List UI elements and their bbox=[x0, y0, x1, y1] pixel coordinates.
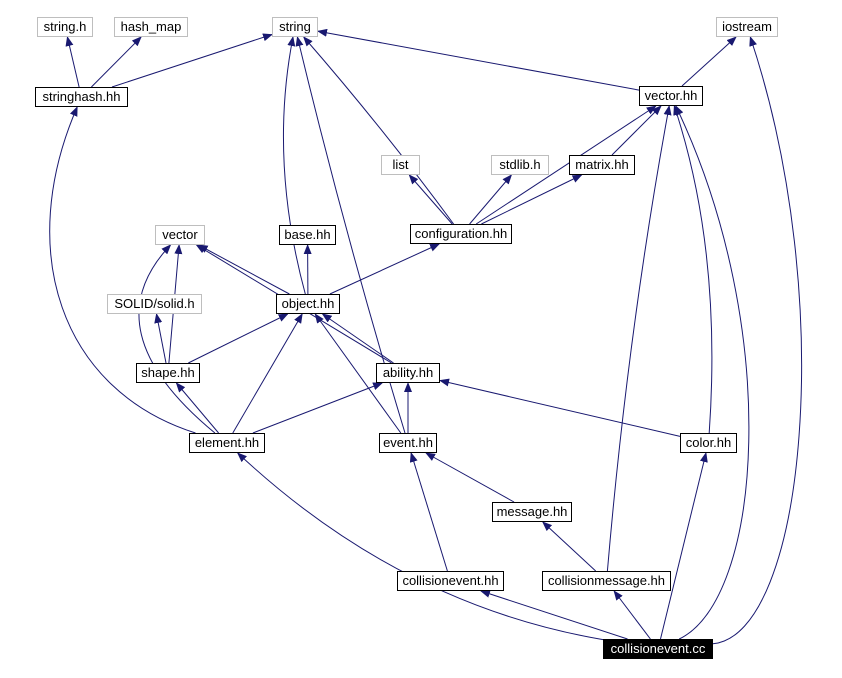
edge-stringhash-hh-to-string-h bbox=[65, 36, 80, 88]
node-stdlib-h: stdlib.h bbox=[491, 155, 549, 175]
node-base-hh[interactable]: base.hh bbox=[279, 225, 336, 245]
node-vector: vector bbox=[155, 225, 205, 245]
node-collisionevent-hh[interactable]: collisionevent.hh bbox=[397, 571, 504, 591]
node-collisionevent-cc: collisionevent.cc bbox=[603, 639, 713, 659]
node-string: string bbox=[272, 17, 318, 37]
edge-collisionevent-cc-to-color-hh bbox=[660, 452, 708, 640]
node-vector-hh[interactable]: vector.hh bbox=[639, 86, 703, 106]
node-matrix-hh[interactable]: matrix.hh bbox=[569, 155, 635, 175]
edge-event-hh-to-object-hh bbox=[314, 313, 402, 434]
edge-configuration-hh-to-list bbox=[408, 174, 453, 225]
node-shape-hh[interactable]: shape.hh bbox=[136, 363, 200, 383]
edge-collisionmessage-hh-to-vector-hh bbox=[606, 105, 672, 572]
edge-element-hh-to-object-hh bbox=[232, 313, 303, 434]
edge-object-hh-to-vector bbox=[197, 244, 290, 295]
edge-stringhash-hh-to-string bbox=[111, 33, 273, 88]
node-element-hh[interactable]: element.hh bbox=[189, 433, 265, 453]
edge-collisionmessage-hh-to-message-hh bbox=[542, 521, 597, 572]
node-string-h: string.h bbox=[37, 17, 93, 37]
edge-object-hh-to-string bbox=[282, 36, 306, 295]
node-collisionmessage-hh[interactable]: collisionmessage.hh bbox=[542, 571, 671, 591]
edge-configuration-hh-to-string bbox=[303, 36, 455, 225]
edge-collisionevent-cc-to-element-hh bbox=[236, 452, 604, 641]
edge-element-hh-to-vector bbox=[138, 244, 216, 434]
node-iostream: iostream bbox=[716, 17, 778, 37]
edge-stringhash-hh-to-hash-map bbox=[91, 36, 142, 88]
edge-collisionevent-cc-to-collisionevent-hh bbox=[480, 590, 628, 640]
edge-collisionevent-hh-to-event-hh bbox=[409, 452, 448, 572]
edge-vector-hh-to-iostream bbox=[681, 36, 737, 87]
node-color-hh[interactable]: color.hh bbox=[680, 433, 737, 453]
node-hash-map: hash_map bbox=[114, 17, 188, 37]
node-event-hh[interactable]: event.hh bbox=[379, 433, 437, 453]
edge-color-hh-to-vector-hh bbox=[673, 105, 713, 434]
edge-shape-hh-to-object-hh bbox=[188, 313, 289, 364]
edge-message-hh-to-event-hh bbox=[425, 452, 515, 503]
edge-collisionevent-cc-to-iostream bbox=[712, 36, 803, 645]
node-object-hh[interactable]: object.hh bbox=[276, 294, 340, 314]
edge-configuration-hh-to-matrix-hh bbox=[481, 174, 583, 225]
edge-collisionevent-cc-to-collisionmessage-hh bbox=[613, 590, 651, 640]
edge-element-hh-to-shape-hh bbox=[175, 382, 219, 434]
edge-vector-hh-to-string bbox=[317, 28, 640, 91]
node-stringhash-hh[interactable]: stringhash.hh bbox=[35, 87, 128, 107]
node-solid-solid-h: SOLID/solid.h bbox=[107, 294, 202, 314]
edge-collisionevent-cc-to-vector-hh bbox=[675, 105, 750, 640]
edge-shape-hh-to-solid-solid-h bbox=[154, 313, 167, 364]
node-message-hh[interactable]: message.hh bbox=[492, 502, 572, 522]
edge-configuration-hh-to-stdlib-h bbox=[469, 174, 513, 225]
edge-object-hh-to-configuration-hh bbox=[329, 243, 441, 295]
edge-element-hh-to-stringhash-hh bbox=[49, 106, 196, 434]
node-ability-hh[interactable]: ability.hh bbox=[376, 363, 440, 383]
edge-element-hh-to-ability-hh bbox=[252, 382, 384, 434]
edge-color-hh-to-ability-hh bbox=[439, 378, 681, 437]
edge-configuration-hh-to-vector-hh bbox=[475, 105, 657, 225]
node-list: list bbox=[381, 155, 420, 175]
node-configuration-hh[interactable]: configuration.hh bbox=[410, 224, 512, 244]
